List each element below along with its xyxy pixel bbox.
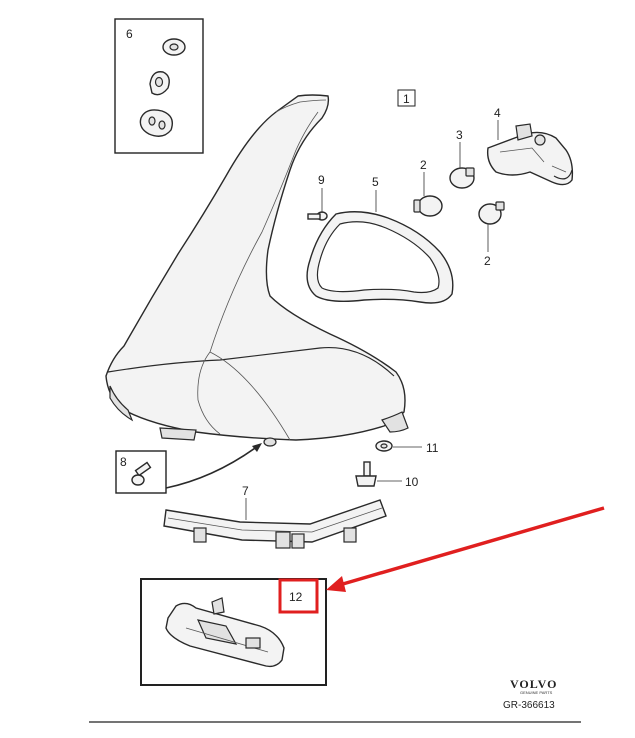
callout-1-box bbox=[397, 89, 416, 107]
bracket-part-7 bbox=[163, 498, 387, 549]
callout-8: 8 bbox=[120, 455, 127, 469]
bolt-part-10 bbox=[355, 461, 402, 487]
callout-6: 6 bbox=[126, 27, 133, 41]
tail-lamp-housing bbox=[105, 94, 409, 447]
inset-box-part-12 bbox=[140, 578, 327, 686]
inset-box-screw bbox=[115, 450, 167, 494]
bulb-part-3 bbox=[449, 142, 475, 189]
bulb-holder-part-4 bbox=[486, 120, 574, 186]
gasket-part-5 bbox=[306, 211, 454, 304]
brand-tagline: GENUINE PARTS bbox=[520, 690, 553, 695]
license-plate-lamp-part-12 bbox=[165, 597, 285, 668]
callout-10: 10 bbox=[405, 475, 419, 489]
callout-2-left: 2 bbox=[420, 158, 427, 172]
highlight-arrow bbox=[326, 506, 605, 592]
bulb-part-2-left bbox=[413, 172, 443, 217]
callout-12: 12 bbox=[289, 590, 303, 604]
screw-part-8 bbox=[131, 461, 152, 486]
callout-3: 3 bbox=[456, 128, 463, 142]
callout-9: 9 bbox=[318, 173, 325, 187]
screw-part-9 bbox=[307, 188, 328, 221]
callout-1: 1 bbox=[403, 92, 410, 106]
grommet-parts bbox=[139, 38, 186, 137]
callout-4: 4 bbox=[494, 106, 501, 120]
drawing-reference: GR-366613 bbox=[503, 700, 555, 711]
callout-12-highlight bbox=[278, 578, 319, 614]
callout-11: 11 bbox=[426, 441, 439, 455]
callout-7: 7 bbox=[242, 484, 249, 498]
washer-part-11 bbox=[375, 440, 422, 452]
callout-2-right: 2 bbox=[484, 254, 491, 268]
callout-5: 5 bbox=[372, 175, 379, 189]
bulb-part-2-right bbox=[478, 201, 505, 252]
brand-logo: VOLVO bbox=[510, 677, 557, 691]
inset-box-grommets bbox=[114, 18, 204, 154]
pointer-arrow bbox=[165, 445, 259, 489]
